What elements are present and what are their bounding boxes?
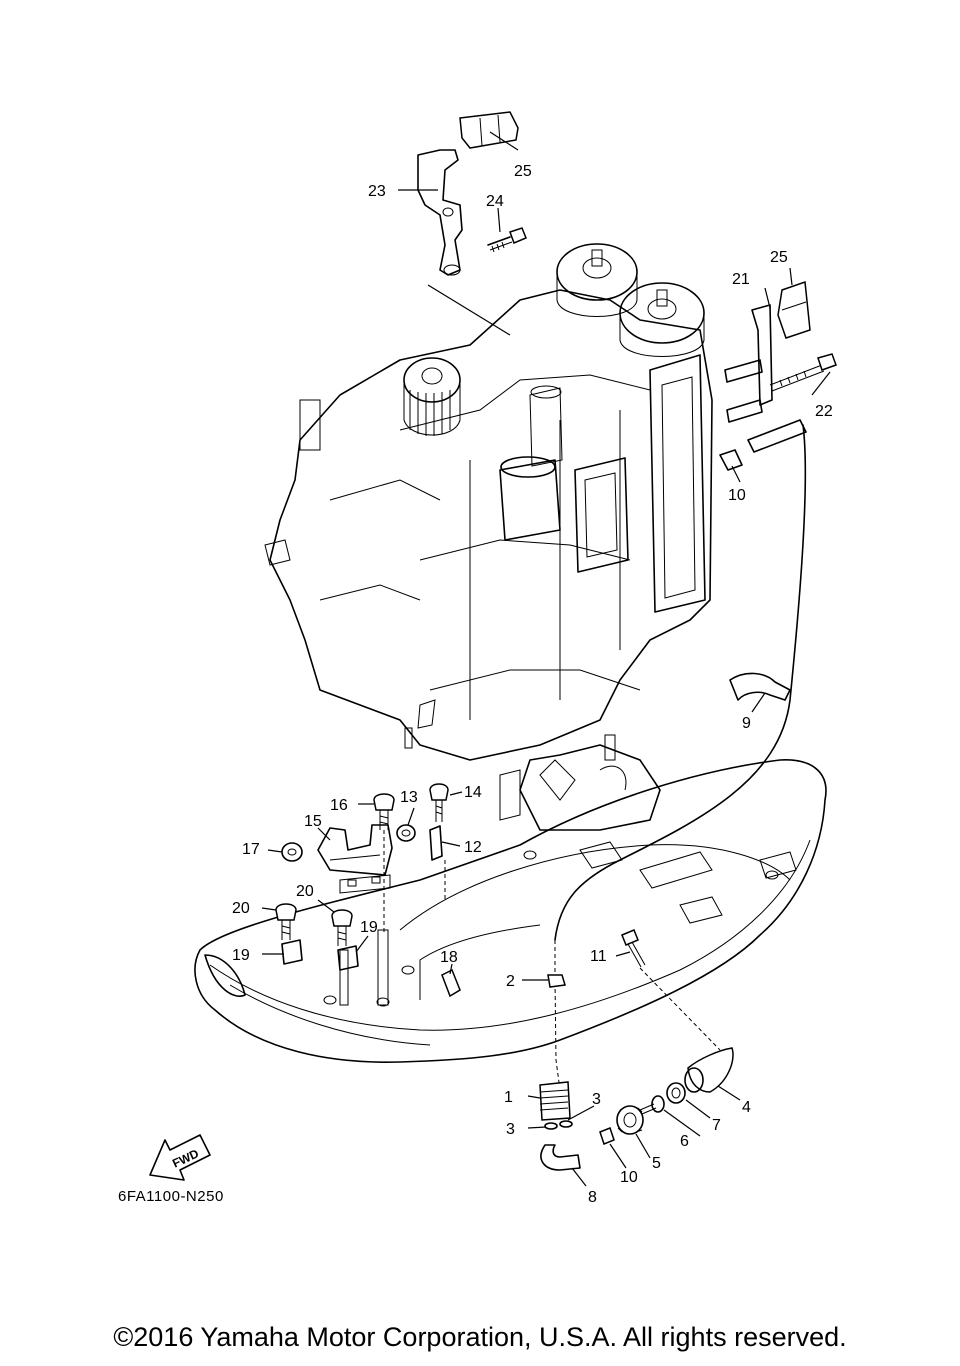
part-24-bolt	[487, 227, 527, 253]
part-1-fitting	[539, 1081, 571, 1121]
callout-14: 14	[464, 784, 482, 801]
hose-guide-line	[554, 940, 561, 1091]
part-21-bracket	[724, 304, 773, 423]
part-11-screw	[621, 929, 646, 968]
part-6-bolt	[639, 1095, 665, 1115]
part-10-clip-upper	[719, 449, 743, 471]
part-8-hose	[540, 1144, 581, 1171]
callout-13: 13	[400, 789, 418, 806]
callout-16: 16	[330, 797, 348, 814]
callout-20-left: 20	[232, 900, 250, 917]
cam-pulley-2	[619, 282, 705, 357]
part-20-bolt-left	[275, 903, 297, 940]
part-7-washer	[666, 1082, 686, 1104]
callout-18: 18	[440, 949, 458, 966]
part-25-cap-right	[777, 280, 811, 339]
part-17-grommet	[281, 842, 303, 862]
part-16-bolt	[373, 793, 395, 830]
callout-11: 11	[590, 948, 607, 965]
part-23-bracket	[417, 149, 463, 276]
callout-10-upper: 10	[728, 487, 746, 504]
callout-9: 9	[742, 715, 751, 732]
part-22-bolt	[769, 353, 837, 392]
part-10-clip-lower	[599, 1127, 615, 1145]
callout-2: 2	[506, 973, 515, 990]
part-18-clamp	[441, 968, 461, 998]
callout-22: 22	[815, 403, 833, 420]
callout-23: 23	[368, 183, 386, 200]
callout-numbers: 25 23 24 25 21 22 10 9 16 13 14 15 12 17…	[232, 163, 833, 1206]
part-9-clamp	[729, 672, 791, 701]
callout-19-left: 19	[232, 947, 250, 964]
callout-15: 15	[304, 813, 322, 830]
callout-4: 4	[742, 1099, 751, 1116]
callout-8: 8	[588, 1189, 597, 1206]
bottom-cowling	[194, 734, 827, 1063]
callout-17: 17	[242, 841, 260, 858]
part-19-clip-left	[281, 939, 303, 965]
callout-19-right: 19	[360, 919, 378, 936]
part-15-holder	[317, 824, 393, 894]
callout-12: 12	[464, 839, 482, 856]
fwd-arrow-icon: FWD	[149, 1134, 211, 1181]
copyright-notice: ©2016 Yamaha Motor Corporation, U.S.A. A…	[113, 1322, 847, 1352]
callout-21: 21	[732, 271, 750, 288]
part-19-clip-right	[337, 945, 359, 971]
callout-24: 24	[486, 193, 504, 210]
leader-lines	[261, 131, 831, 1187]
callout-6: 6	[680, 1133, 689, 1150]
callout-3-right: 3	[592, 1091, 601, 1108]
engine-powerhead	[264, 243, 713, 761]
callout-3-left: 3	[506, 1121, 515, 1138]
callout-25-right: 25	[770, 249, 788, 266]
callout-7: 7	[712, 1117, 721, 1134]
part-20-bolt-right	[331, 909, 353, 946]
part-2-nut	[547, 974, 566, 988]
callout-20-right: 20	[296, 883, 314, 900]
part-13-grommet	[396, 824, 416, 842]
part-4-nozzle	[684, 1047, 734, 1093]
part-3-clamps	[544, 1120, 573, 1130]
part-25-cap-top	[459, 111, 519, 149]
part-14-bolt	[429, 783, 449, 822]
diagram-code: 6FA1100-N250	[118, 1188, 224, 1205]
crank-pulley	[403, 357, 461, 436]
callout-10-lower: 10	[620, 1169, 638, 1186]
callout-1: 1	[504, 1089, 513, 1106]
water-hose	[554, 424, 807, 941]
part-5-knob	[616, 1105, 644, 1135]
part-12-plate	[429, 825, 443, 861]
callout-25-top: 25	[514, 163, 532, 180]
cam-pulley-1	[556, 243, 638, 317]
callout-5: 5	[652, 1155, 661, 1172]
hose-upper	[747, 419, 807, 453]
